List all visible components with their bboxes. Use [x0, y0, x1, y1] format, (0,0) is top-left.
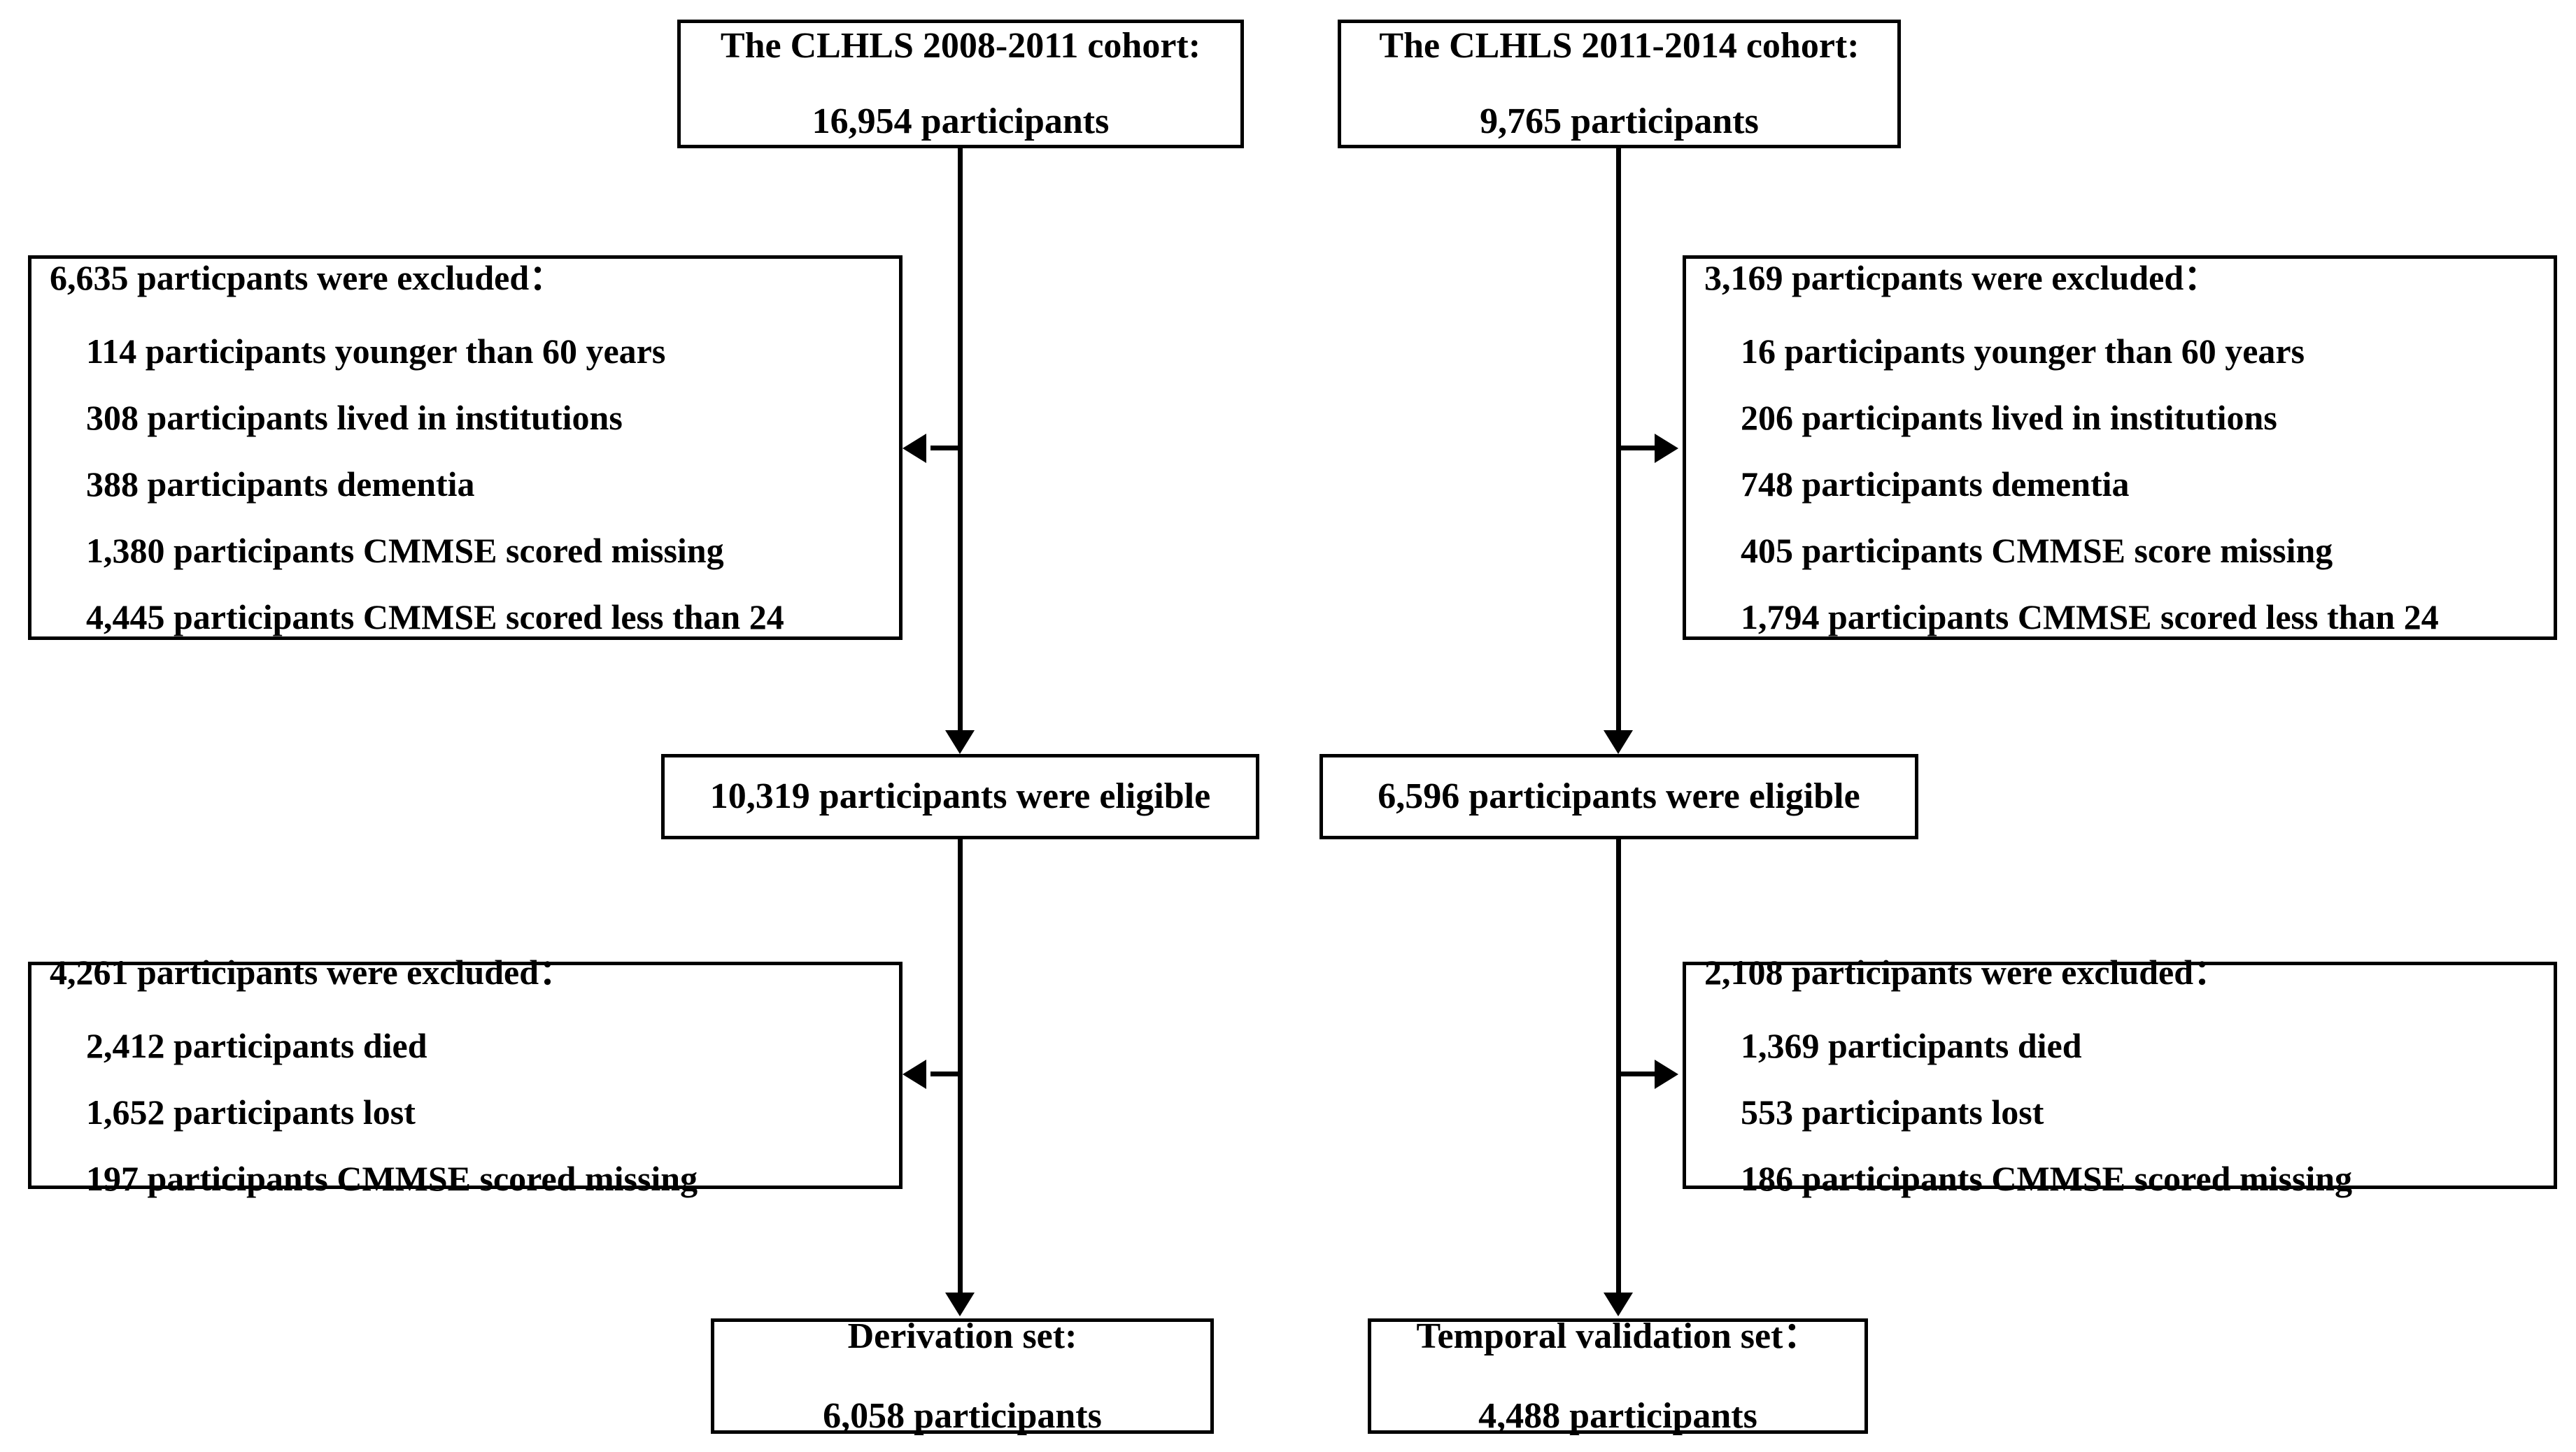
right-exclusion-1-item: 1,794 participants CMMSE scored less tha… — [1741, 597, 2439, 636]
left-exclusion-1-item: 114 participants younger than 60 years — [86, 332, 666, 371]
left-trunk-line-2 — [958, 839, 963, 1295]
left-trunk-arrow-down-2 — [945, 1293, 975, 1316]
left-exclusion-2-arrow — [903, 1060, 926, 1089]
right-exclusion-1-box: 3,169 particpants were excluded： 16 part… — [1683, 255, 2557, 640]
right-exclusion-1-item: 405 participants CMMSE score missing — [1741, 531, 2333, 570]
right-exclusion-2-connector — [1618, 1072, 1655, 1076]
right-trunk-arrow-down — [1604, 730, 1633, 754]
left-exclusion-2-box: 4,261 participants were excluded： 2,412 … — [28, 953, 903, 1198]
right-exclusion-1-item: 206 participants lived in institutions — [1741, 398, 2277, 437]
right-result-title: Temporal validation set： — [1416, 1316, 1820, 1356]
right-exclusion-2-box: 2,108 participants were excluded： 1,369 … — [1683, 953, 2557, 1198]
right-exclusion-2-item: 553 participants lost — [1741, 1092, 2044, 1132]
right-result-box: Temporal validation set： 4,488 participa… — [1368, 1316, 1868, 1436]
left-eligible-box: 10,319 participants were eligible — [661, 754, 1259, 839]
right-exclusion-2-heading: 2,108 participants were excluded： — [1704, 952, 2229, 992]
left-exclusion-1-item: 308 participants lived in institutions — [86, 398, 623, 437]
left-cohort-title: The CLHLS 2008-2011 cohort: — [720, 26, 1201, 66]
right-exclusion-1-connector — [1618, 446, 1655, 450]
left-exclusion-1-connector — [930, 446, 960, 450]
right-exclusion-2-arrow — [1655, 1060, 1678, 1089]
right-exclusion-2-item: 186 participants CMMSE scored missing — [1741, 1158, 2353, 1198]
right-cohort-title: The CLHLS 2011-2014 cohort: — [1379, 26, 1860, 66]
left-exclusion-1-item: 388 participants dementia — [86, 464, 475, 504]
left-exclusion-1-heading: 6,635 particpants were excluded： — [50, 258, 565, 297]
left-exclusion-2-item: 197 participants CMMSE scored missing — [86, 1158, 698, 1198]
right-trunk-arrow-down-2 — [1604, 1293, 1633, 1316]
left-eligible-text: 10,319 participants were eligible — [709, 776, 1211, 817]
right-trunk-line-2 — [1616, 839, 1621, 1295]
left-exclusion-2-heading: 4,261 participants were excluded： — [50, 952, 574, 992]
left-cohort-box: The CLHLS 2008-2011 cohort: 16,954 parti… — [677, 20, 1244, 148]
left-trunk-line — [958, 148, 963, 732]
right-cohort-box: The CLHLS 2011-2014 cohort: 9,765 partic… — [1338, 20, 1901, 148]
right-exclusion-1-heading: 3,169 particpants were excluded： — [1704, 258, 2219, 297]
right-result-count: 4,488 participants — [1478, 1395, 1757, 1436]
right-exclusion-1-item: 16 participants younger than 60 years — [1741, 332, 2305, 371]
left-result-count: 6,058 participants — [823, 1395, 1102, 1436]
right-cohort-count: 9,765 participants — [1480, 101, 1759, 141]
right-exclusion-1-item: 748 participants dementia — [1741, 464, 2130, 504]
left-result-box: Derivation set: 6,058 participants — [711, 1316, 1214, 1436]
right-exclusion-1-arrow — [1655, 434, 1678, 463]
left-exclusion-1-item: 4,445 participants CMMSE scored less tha… — [86, 597, 784, 636]
left-exclusion-2-item: 2,412 participants died — [86, 1025, 427, 1065]
left-exclusion-1-arrow — [903, 434, 926, 463]
left-result-title: Derivation set: — [847, 1316, 1077, 1356]
left-exclusion-2-connector — [930, 1072, 960, 1076]
right-exclusion-2-item: 1,369 participants died — [1741, 1025, 2082, 1065]
left-cohort-count: 16,954 participants — [812, 101, 1110, 141]
left-exclusion-2-item: 1,652 participants lost — [86, 1092, 416, 1132]
left-exclusion-1-box: 6,635 particpants were excluded： 114 par… — [28, 255, 903, 640]
left-exclusion-1-item: 1,380 participants CMMSE scored missing — [86, 531, 724, 570]
right-eligible-text: 6,596 participants were eligible — [1378, 776, 1860, 817]
right-trunk-line — [1616, 148, 1621, 732]
left-trunk-arrow-down — [945, 730, 975, 754]
right-eligible-box: 6,596 participants were eligible — [1319, 754, 1918, 839]
